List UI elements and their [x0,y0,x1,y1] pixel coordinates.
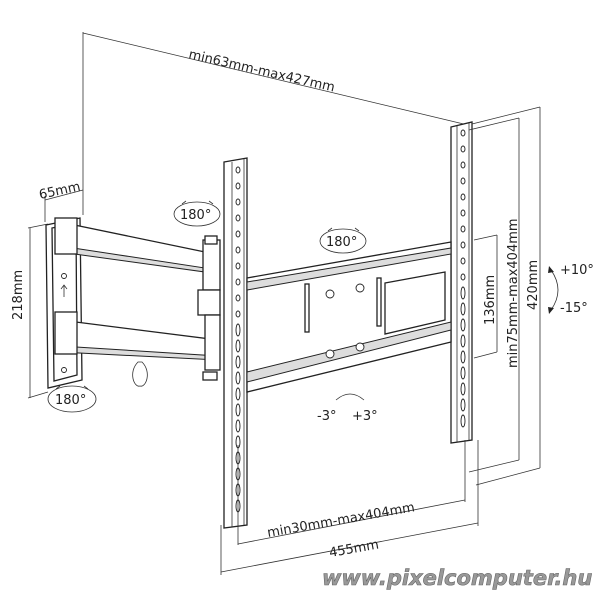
right-vertical-bracket [450,121,473,444]
mounting-hole [235,339,241,353]
tilt-down-label: -15° [560,301,588,316]
wall-plate-height-label: 218mm [11,270,26,320]
mounting-hole [460,334,466,348]
crossbar-height-label: 136mm [483,275,498,325]
tilt-arrow-icon [548,307,554,314]
mounting-hole [460,193,466,201]
mounting-hole [460,145,466,153]
mounting-hole [235,294,241,302]
mounting-hole [460,177,466,185]
level-minus-label: -3° [317,409,336,424]
mounting-hole [235,419,241,433]
vertical-range-label: min75mm-max404mm [506,218,521,368]
rotate-arrows-icon [55,385,89,390]
mounting-hole [460,302,466,316]
mounting-hole [460,273,466,281]
mounting-hole [235,262,241,270]
mounting-hole [235,355,241,369]
level-arc-icon [335,393,365,401]
left-vertical-bracket [223,157,248,529]
wall-plate-depth-label: 65mm [38,180,82,203]
level-plus-label: +3° [352,409,378,424]
tv-swivel-label: 180° [326,235,357,250]
rotation-badge-arm: 180° [173,200,221,227]
mounting-hole [235,230,241,238]
rotate-arrows-icon [181,200,214,205]
arm-extension-dimension: min63mm-max427mm [82,32,473,215]
mounting-hole [460,241,466,249]
level-adjustment: -3° +3° [317,393,378,424]
crossbar-plate [246,241,452,393]
rotation-badge-tv: 180° [319,227,367,254]
mounting-hole [460,161,466,169]
mounting-hole [235,182,241,190]
arm-extension-label: min63mm-max427mm [187,47,336,95]
bracket-total-width-label: 455mm [328,537,380,560]
mounting-hole [460,129,466,137]
mounting-hole [460,398,466,412]
mounting-hole [460,318,466,332]
mounting-hole [460,209,466,217]
mounting-hole [235,371,241,385]
mounting-hole [460,414,466,428]
mounting-hole [235,246,241,254]
mounting-hole [460,382,466,396]
swing-arms [54,217,221,387]
mounting-hole [460,366,466,380]
mounting-hole [235,166,241,174]
bracket-height-label: 420mm [526,260,541,310]
mounting-hole [235,214,241,222]
wall-swivel-label: 180° [55,393,86,408]
rotate-arrows-icon [327,227,360,232]
wall-plate: 65mm 218mm [11,180,84,399]
mounting-hole [460,257,466,265]
arm-swivel-label: 180° [180,208,211,223]
bottom-dimensions: min30mm-max404mm 455mm [220,440,479,575]
tilt-up-label: +10° [560,263,594,278]
mounting-hole [235,403,241,417]
mounting-hole [235,323,241,337]
mounting-hole [235,387,241,401]
mounting-hole [235,310,241,318]
right-dimensions: 420mm min75mm-max404mm 136mm +10° -15° [468,106,594,486]
mounting-hole [460,286,466,300]
mounting-hole [460,225,466,233]
mounting-hole [235,198,241,206]
mounting-hole [460,350,466,364]
watermark: www.pixelcomputer.hu [322,566,592,590]
mounting-hole [235,278,241,286]
bracket-width-range-label: min30mm-max404mm [266,500,416,541]
tilt-arrow-icon [548,266,554,273]
rotation-badge-wall: 180° [47,385,97,413]
